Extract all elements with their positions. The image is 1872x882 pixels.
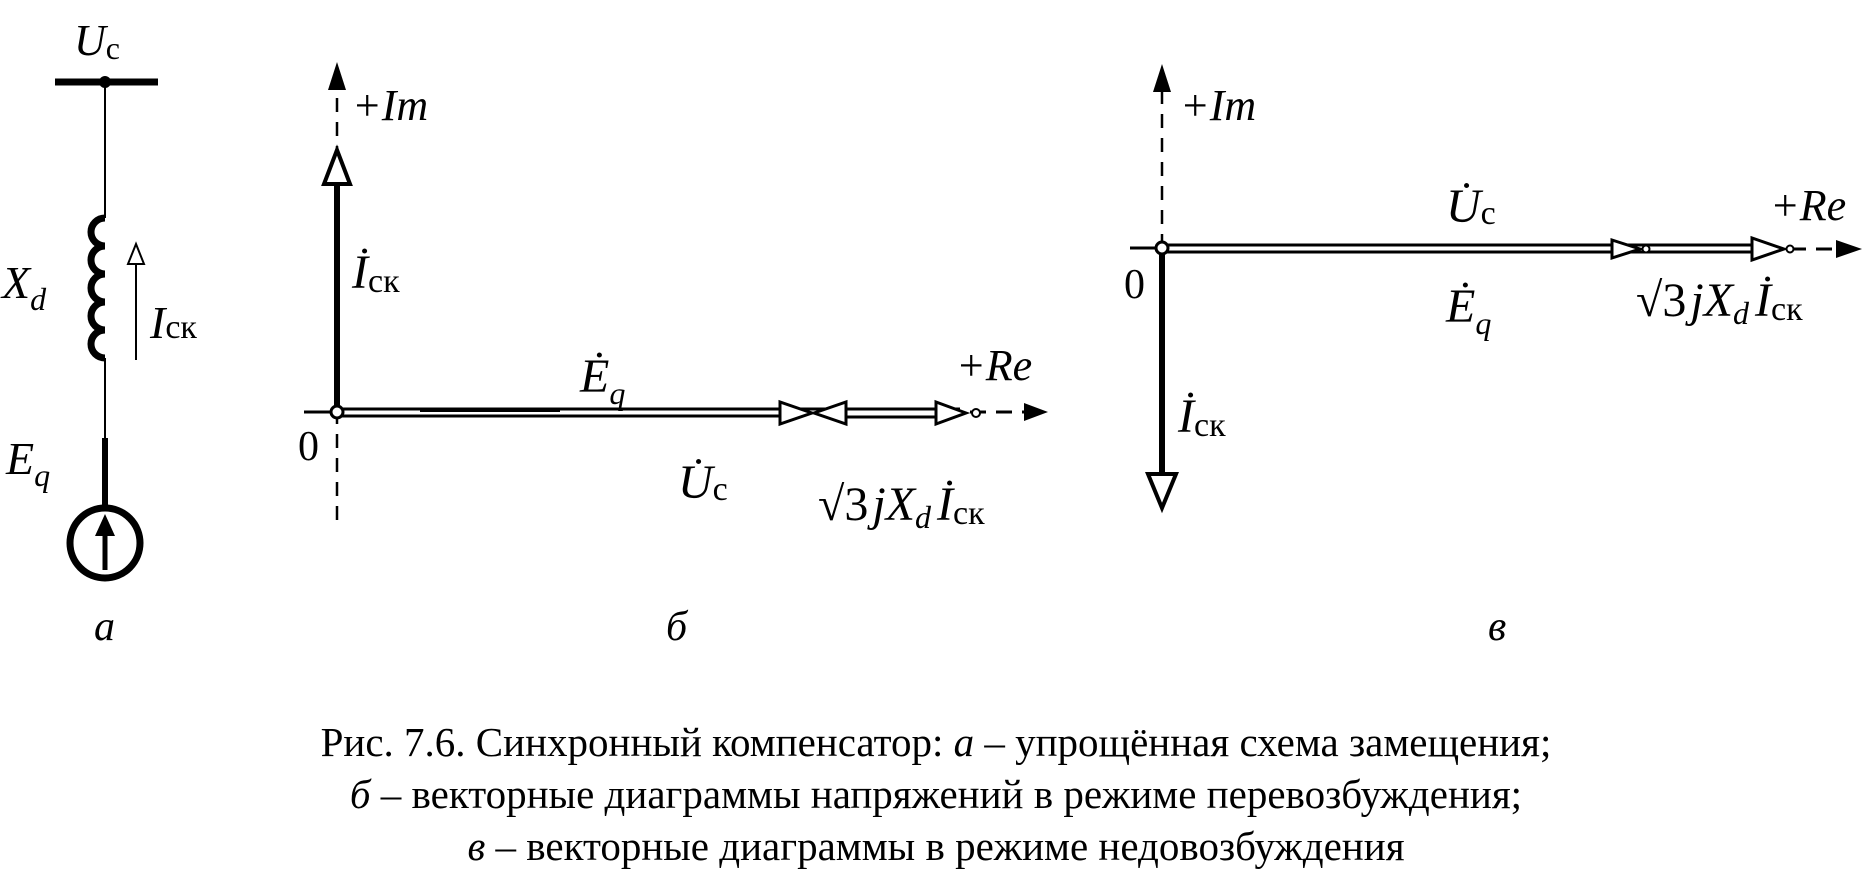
emf-vector-label-c: Ėq: [1445, 280, 1491, 341]
emf-vector-head-b: [934, 399, 971, 427]
emf-vector-label-b: Ėq: [579, 350, 625, 411]
re-axis-label-c: +Re: [1770, 181, 1846, 230]
origin-label-c: 0: [1124, 262, 1145, 308]
emf-vector-head-c: [1610, 237, 1645, 261]
figure-caption-line-3: в – векторные диаграммы в режиме недовоз…: [0, 824, 1872, 868]
re-axis-arrow-b: [1024, 403, 1048, 421]
figure-caption-line-1: Рис. 7.6. Синхронный компенсатор: а – уп…: [0, 720, 1872, 764]
emf-source-circle: [66, 504, 144, 582]
voltage-vector-label-b: U̇с: [678, 456, 728, 509]
panel-a-circuit: Uс Xd Iск Eq а: [0, 16, 197, 650]
im-axis-label-b: +Im: [352, 81, 428, 130]
caption-text-c: – векторные диаграммы в режиме недовозбу…: [485, 823, 1405, 869]
emf-vector-tip-b: [971, 408, 981, 418]
current-vector-label-c: İск: [1177, 390, 1226, 444]
voltage-vector-label-c: U̇с: [1446, 180, 1496, 233]
re-axis-label-b: +Re: [956, 341, 1032, 390]
current-label: Iск: [149, 297, 197, 348]
bus-voltage-label: Uс: [74, 16, 120, 66]
caption-text-a: – упрощённая схема замещения;: [974, 719, 1552, 765]
current-vector-head-b: [321, 144, 353, 186]
caption-prefix: Рис. 7.6. Синхронный компенсатор:: [320, 719, 954, 765]
current-arrow-head: [126, 241, 146, 265]
origin-marker-b: [329, 404, 345, 420]
re-axis-arrow-c: [1836, 240, 1862, 258]
drop-vector-reverse-head-b: [809, 399, 848, 427]
reactance-label: Xd: [0, 257, 47, 317]
im-axis-arrow-b: [328, 62, 346, 90]
current-vector-head-c: [1145, 472, 1179, 514]
voltage-vector-head-c: [1750, 235, 1789, 263]
panel-c-letter: в: [1488, 604, 1506, 650]
emf-vector-tip-c: [1641, 244, 1651, 254]
caption-text-b: – векторные диаграммы напряжений в режим…: [370, 771, 1523, 817]
caption-letter-a: а: [953, 719, 975, 765]
origin-label-b: 0: [298, 424, 319, 470]
im-axis-label-c: +Im: [1180, 81, 1256, 130]
im-axis-arrow-c: [1153, 64, 1171, 92]
emf-source-arrow-head: [95, 514, 115, 536]
voltage-vector-head-b: [778, 399, 817, 427]
panel-a-letter: а: [94, 604, 115, 650]
voltage-vector-tip-c: [1785, 244, 1795, 254]
caption-letter-c: в: [467, 823, 486, 869]
origin-marker-c: [1154, 240, 1170, 256]
figure-caption-line-2: б – векторные диаграммы напряжений в реж…: [0, 772, 1872, 816]
caption-letter-b: б: [349, 771, 371, 817]
inductor-coil: [87, 214, 106, 362]
panel-b-letter: б: [666, 604, 689, 650]
current-vector-label-b: İск: [351, 246, 400, 300]
emf-label: Eq: [5, 433, 50, 493]
